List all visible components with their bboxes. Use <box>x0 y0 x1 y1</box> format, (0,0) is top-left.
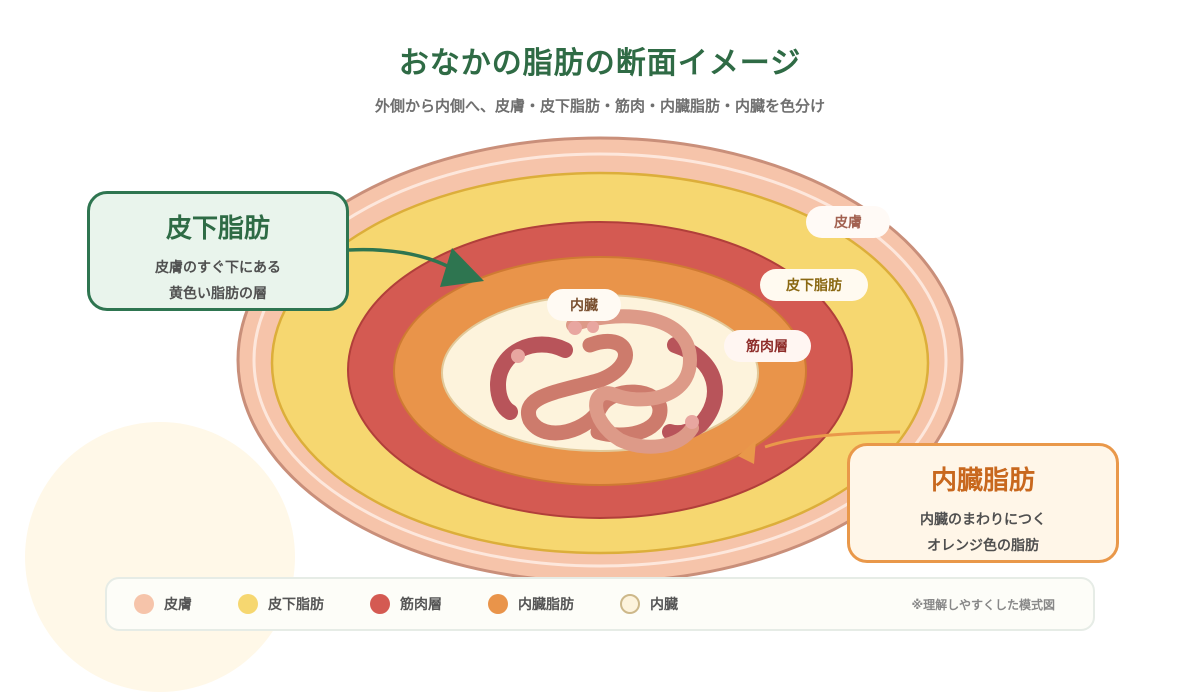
subcutaneous-label-pill: 皮下脂肪 <box>760 269 868 301</box>
legend-item-organs: 内臓 <box>620 594 678 614</box>
visceral-callout-line1: 内臓のまわりにつく <box>920 512 1046 528</box>
legend-item-subcutaneous: 皮下脂肪 <box>238 594 324 614</box>
legend-swatch-subcutaneous <box>238 594 258 614</box>
visceral-callout-line2: オレンジ色の脂肪 <box>927 538 1039 554</box>
legend: 皮膚 皮下脂肪 筋肉層 内臓脂肪 内臓 ※理解しやすくした模式図 <box>105 577 1095 631</box>
subcutaneous-arrowhead <box>440 248 484 287</box>
muscle-label: 筋肉層 <box>746 338 788 355</box>
skin-label: 皮膚 <box>833 214 862 231</box>
legend-note: ※理解しやすくした模式図 <box>911 597 1055 612</box>
subcutaneous-callout-line1: 皮膚のすぐ下にある <box>155 260 281 276</box>
visceral-arrowhead <box>738 440 756 464</box>
subcutaneous-label: 皮下脂肪 <box>785 277 842 294</box>
organs-label: 内臓 <box>570 297 598 314</box>
intestine-loop-middle <box>521 333 668 443</box>
intestine-bead <box>587 321 599 333</box>
intestine-bead <box>568 321 582 335</box>
abdomen-cross-section-diagram: 皮膚 皮下脂肪 筋肉層 内臓 <box>236 136 964 584</box>
intestines-icon <box>489 309 723 454</box>
intestine-bead <box>685 415 699 429</box>
legend-label-muscle: 筋肉層 <box>400 597 442 613</box>
organs-label-pill: 内臓 <box>547 289 621 321</box>
page-subtitle: 外側から内側へ、皮膚・皮下脂肪・筋肉・内臓脂肪・内臓を色分け <box>374 97 825 115</box>
decorative-circle <box>25 422 295 692</box>
subcutaneous-callout-title: 皮下脂肪 <box>165 214 270 244</box>
muscle-label-pill: 筋肉層 <box>724 330 811 362</box>
legend-label-visceral: 内臓脂肪 <box>518 597 574 613</box>
visceral-callout-title: 内臓脂肪 <box>930 466 1035 496</box>
legend-label-subcutaneous: 皮下脂肪 <box>268 597 324 613</box>
legend-label-skin: 皮膚 <box>164 597 192 613</box>
visceral-fat-callout: 内臓脂肪 内臓のまわりにつく オレンジ色の脂肪 <box>847 443 1119 563</box>
legend-swatch-visceral <box>488 594 508 614</box>
legend-item-muscle: 筋肉層 <box>370 594 442 614</box>
legend-swatch-organs <box>620 594 640 614</box>
skin-inner-line <box>252 152 948 568</box>
legend-label-organs: 内臓 <box>650 597 678 613</box>
subcutaneous-fat-callout: 皮下脂肪 皮膚のすぐ下にある 黄色い脂肪の層 <box>87 191 349 311</box>
legend-swatch-muscle <box>370 594 390 614</box>
legend-item-visceral: 内臓脂肪 <box>488 594 574 614</box>
intestine-bead <box>511 349 525 363</box>
legend-item-skin: 皮膚 <box>134 594 192 614</box>
page-title: おなかの脂肪の断面イメージ <box>398 46 802 81</box>
visceral-callout-arrow <box>764 430 901 449</box>
subcutaneous-callout-line2: 黄色い脂肪の層 <box>169 286 267 302</box>
intestine-loop-top <box>566 309 699 454</box>
skin-label-pill: 皮膚 <box>806 206 890 238</box>
legend-swatch-skin <box>134 594 154 614</box>
intestine-loop-left-back <box>489 336 573 420</box>
